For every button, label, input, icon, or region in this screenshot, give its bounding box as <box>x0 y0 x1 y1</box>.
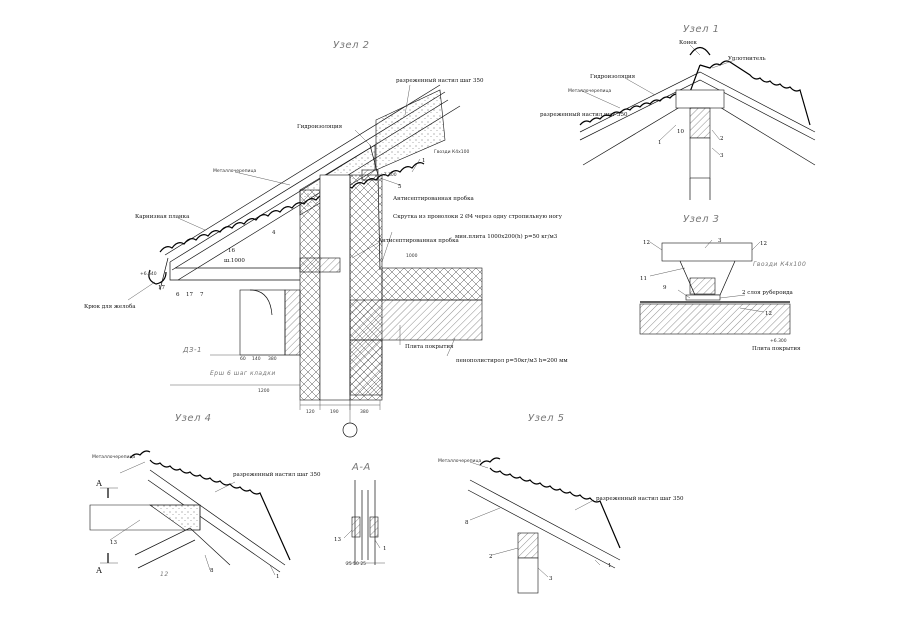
section-aa-drawing <box>343 480 385 565</box>
node4-metal-tile-label: Металлочерепица <box>92 454 136 460</box>
node5-pos2: 2 <box>489 554 493 560</box>
node2-antiseptic-plug-label: Антисептированная пробка <box>393 195 475 202</box>
node2-dim-380b: 380 <box>268 356 277 362</box>
node2-pos17b: 17 <box>186 292 193 298</box>
node2-dim-380: 380 <box>360 409 369 415</box>
node2-dz1-label: ДЗ-1 <box>182 346 202 354</box>
node5-pos3: 3 <box>549 576 553 582</box>
node3-pos3: 3 <box>718 238 722 244</box>
section-pos1: 1 <box>383 546 387 552</box>
node1-ridge-label: Конек <box>679 40 697 46</box>
section-dims: 25 50 25 <box>346 561 366 567</box>
node2-dim-140: 140 <box>252 356 261 362</box>
node4-section-a-top: А <box>96 479 102 488</box>
node2-mark-7300: +7.300 <box>380 172 397 178</box>
node2-nails-label: Гвозди К4х100 <box>434 149 469 155</box>
section-pos13: 13 <box>334 537 341 543</box>
node2-pos6: 6 <box>176 292 180 298</box>
node2-pos7: 7 <box>200 292 204 298</box>
node2-drawing <box>127 84 483 438</box>
node2-dim-60: 60 <box>240 356 246 362</box>
title-section: А-А <box>351 462 371 473</box>
node2-pos1: 1 <box>422 158 426 164</box>
title-node2: Узел 2 <box>333 40 370 51</box>
node1-pos10: 10 <box>677 129 684 135</box>
node2-pos17a: 17 <box>158 285 165 291</box>
title-node5: Узел 5 <box>528 413 565 424</box>
node5-pos1: 1 <box>608 563 612 569</box>
node3-pos12a: 12 <box>643 240 650 246</box>
node2-eps-label: пенополистирол р=50кг/м3 h=200 мм <box>456 358 568 364</box>
node5-pos8: 8 <box>465 520 469 526</box>
node2-min-slab-label: мин.плита 1000х200(h) р=50 кг/м3 <box>455 233 558 240</box>
node2-pos5: 5 <box>398 184 402 190</box>
node3-pos12c: 12 <box>765 311 772 317</box>
node4-pos12: 12 <box>160 571 169 578</box>
node1-pos1: 1 <box>658 140 662 146</box>
node5-metal-tile-label: Металлочерепица <box>438 458 482 464</box>
node2-waterproofing-label: Гидроизоляция <box>297 124 343 130</box>
node1-seal-label: Уплотнитель <box>728 56 766 62</box>
node4-drawing <box>89 450 291 576</box>
node2-gutter-hook-label: Крюк для желоба <box>84 303 136 310</box>
node3-ceiling-slab-label: Плита покрытия <box>752 346 801 352</box>
title-node1: Узел 1 <box>683 24 720 35</box>
node1-waterproofing-label: Гидроизоляция <box>590 74 636 80</box>
node4-sparse-deck-label: разреженный настил шаг 350 <box>233 472 321 478</box>
node4-pos13: 13 <box>110 540 117 546</box>
node2-pos16: 16 <box>228 248 235 254</box>
node4-pos1: 1 <box>276 574 280 580</box>
node1-pos2: 2 <box>720 136 724 142</box>
node2-sparse-deck-label: разреженный настил шаг 350 <box>396 78 484 84</box>
node2-ceiling-slab-label: Плита покрытия <box>405 344 454 350</box>
node1-sparse-deck-label: разреженный настил шаг 350 <box>540 112 628 118</box>
node5-sparse-deck-label: разреженный настил шаг 350 <box>596 496 684 502</box>
node3-drawing <box>639 239 791 335</box>
node2-antiseptic-plug2-label: Антисептированная пробка <box>378 237 460 244</box>
node4-pos8: 8 <box>210 568 214 574</box>
node3-mark: +6.300 <box>770 338 787 344</box>
node2-pos4: 4 <box>272 230 276 236</box>
node1-pos3: 3 <box>720 153 724 159</box>
node2-dim-1200: 1200 <box>258 388 270 394</box>
node1-metal-tile-label: Металлочерепица <box>568 88 612 94</box>
node3-pos12b: 12 <box>760 241 767 247</box>
node4-section-a-bottom: А <box>96 566 102 575</box>
node3-pos11: 11 <box>640 276 647 282</box>
node3-roofing-felt-label: 2 слоя рубероида <box>742 289 794 296</box>
node5-drawing <box>467 457 621 594</box>
node3-nails-label: Гвозди К4х100 <box>753 261 806 268</box>
node2-pos16-step: ш.1000 <box>224 258 245 264</box>
node2-eave-strip-label: Карнизная планка <box>135 214 190 220</box>
node3-pos9: 9 <box>663 285 667 291</box>
node2-dim-190: 190 <box>330 409 339 415</box>
title-node4: Узел 4 <box>175 413 212 424</box>
node1-drawing <box>579 44 816 200</box>
node2-metal-tile-label: Металлочерепица <box>213 168 257 174</box>
title-node3: Узел 3 <box>683 214 720 225</box>
node2-dim-120: 120 <box>306 409 315 415</box>
node2-dim-1000: 1000 <box>406 253 418 259</box>
node2-wire-twist-label: Скрутка из проволоки 2 Ø4 через одну стр… <box>393 213 563 220</box>
node2-brick-note: Ерш 6 шаг кладки <box>210 370 276 377</box>
node2-mark-6640: +6.640 <box>140 271 157 277</box>
